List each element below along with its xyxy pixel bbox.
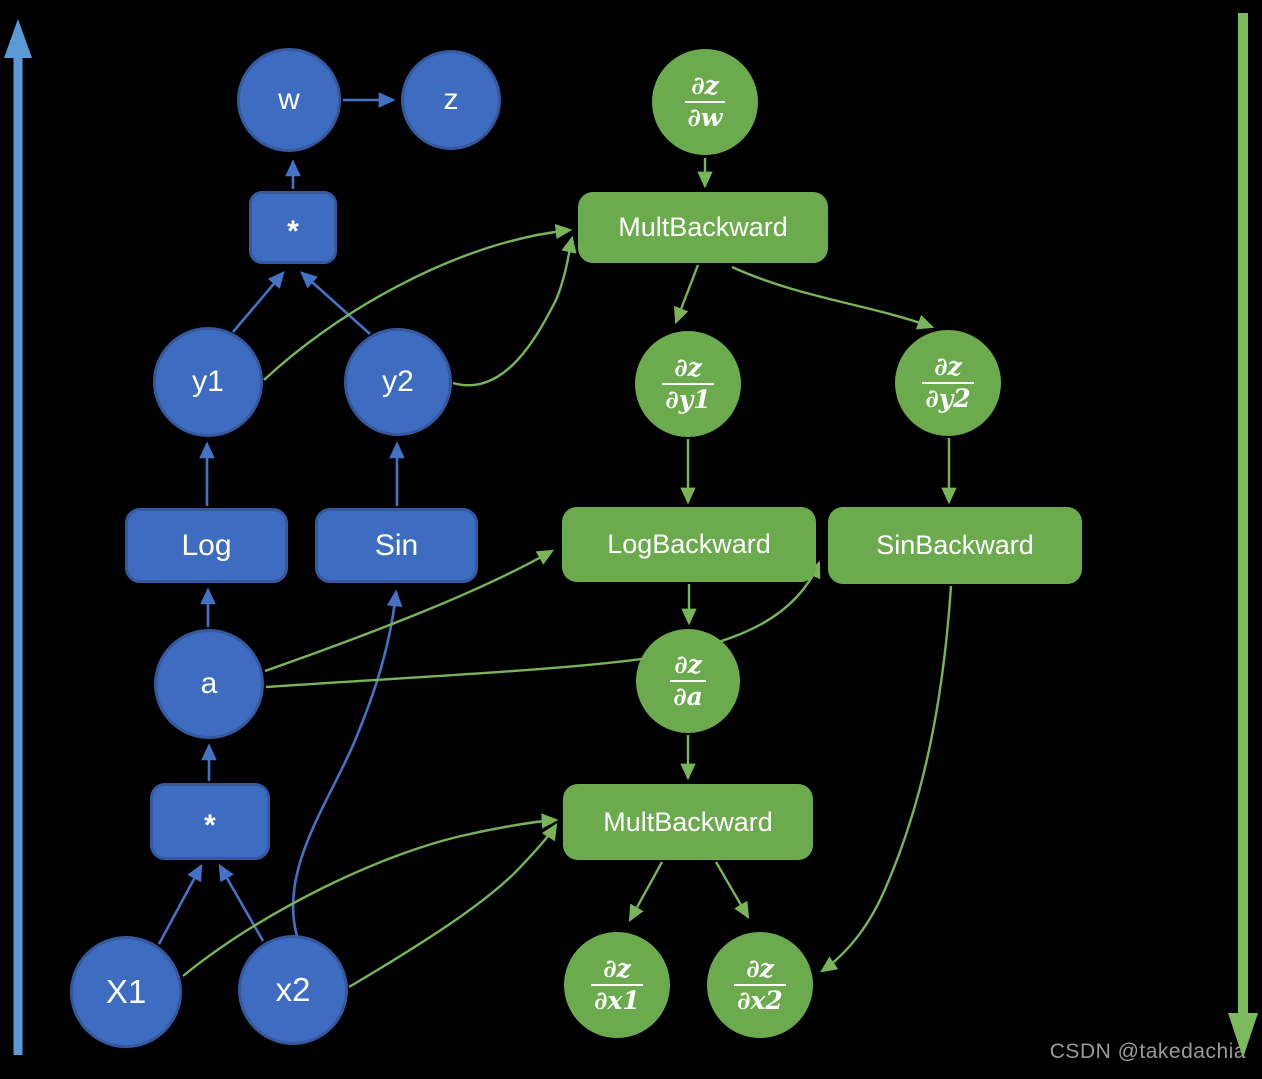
edge-sinbackward-dzdx2 [820,585,953,973]
dz-da-denominator: ∂a [670,680,706,710]
node-dz-dw: ∂z∂w [652,49,758,155]
node-multbackward-top: MultBackward [578,192,828,263]
node-a: a [154,629,264,739]
node-z: z [401,50,501,150]
logbackward-label: LogBackward [607,529,771,559]
dz-dy2-denominator: ∂y2 [922,382,974,412]
edge-y2-mult-top [300,271,371,335]
dz-dy1-numerator: ∂z [674,352,702,382]
sinbackward-label: SinBackward [876,530,1034,560]
node-x1-label: X1 [105,973,147,1010]
edge-multbackward-top-dzdy2 [731,265,935,330]
edge-x2-mult-bottom [218,863,265,942]
node-dz-dy2: ∂z∂y2 [895,330,1001,436]
forward-axis-arrow [4,19,32,1055]
node-dz-dx2: ∂z∂x2 [707,932,813,1038]
node-x1: X1 [70,936,182,1048]
dz-da-numerator: ∂z [674,649,702,679]
node-sin: Sin [315,508,478,583]
node-log: Log [125,508,288,583]
node-mult-bottom: * [150,783,270,860]
node-w: w [237,48,341,152]
node-a-label: a [200,667,218,700]
edge-y1-mult-top [232,271,285,333]
edge-x2-multbackward-bottom [348,822,558,989]
dz-dy1-fraction: ∂z∂y1 [662,352,714,414]
edge-multbackward-bottom-dzdx1 [628,861,664,923]
dz-dx2-denominator: ∂x2 [734,984,786,1014]
node-mult-bottom-label: * [204,808,216,842]
dz-da-fraction: ∂z∂a [670,649,706,711]
node-x2: x2 [238,935,348,1045]
node-y2-label: y2 [382,365,414,398]
node-w-label: w [278,83,300,116]
dz-dw-fraction: ∂z∂w [684,70,726,132]
node-logbackward: LogBackward [562,507,816,582]
node-sinbackward: SinBackward [828,507,1082,584]
edge-multbackward-bottom-dzdx2 [714,861,750,920]
dz-dx1-numerator: ∂z [603,953,631,983]
dz-dy1-denominator: ∂y1 [662,383,714,413]
multbackward-top-label: MultBackward [618,212,788,242]
node-mult-top: * [249,191,337,264]
node-x2-label: x2 [275,971,311,1008]
node-y1: y1 [153,327,263,437]
watermark: CSDN @takedachia [1049,1040,1246,1063]
edge-y2-multbackward-top [452,235,577,387]
dz-dx1-fraction: ∂z∂x1 [591,953,643,1015]
node-log-label: Log [181,528,232,562]
node-dz-da: ∂z∂a [636,629,740,733]
node-z-label: z [443,83,459,116]
node-dz-dy1: ∂z∂y1 [635,331,741,437]
dz-dx2-numerator: ∂z [746,953,774,983]
dz-dw-denominator: ∂w [684,101,726,131]
edge-x2-sin [291,589,403,937]
dz-dx1-denominator: ∂x1 [591,984,643,1014]
node-multbackward-bottom: MultBackward [563,784,813,860]
dz-dy2-fraction: ∂z∂y2 [922,351,974,413]
edge-x1-mult-bottom [157,863,203,945]
edge-multbackward-top-dzdy1 [674,264,700,325]
node-sin-label: Sin [374,528,419,562]
node-y2: y2 [344,328,452,436]
dz-dy2-numerator: ∂z [934,351,962,381]
node-mult-top-label: * [287,214,299,248]
backward-axis-arrow [1228,13,1258,1058]
dz-dw-numerator: ∂z [691,70,719,100]
node-y1-label: y1 [192,365,224,398]
dz-dx2-fraction: ∂z∂x2 [734,953,786,1015]
node-dz-dx1: ∂z∂x1 [564,932,670,1038]
multbackward-bottom-label: MultBackward [603,806,773,837]
